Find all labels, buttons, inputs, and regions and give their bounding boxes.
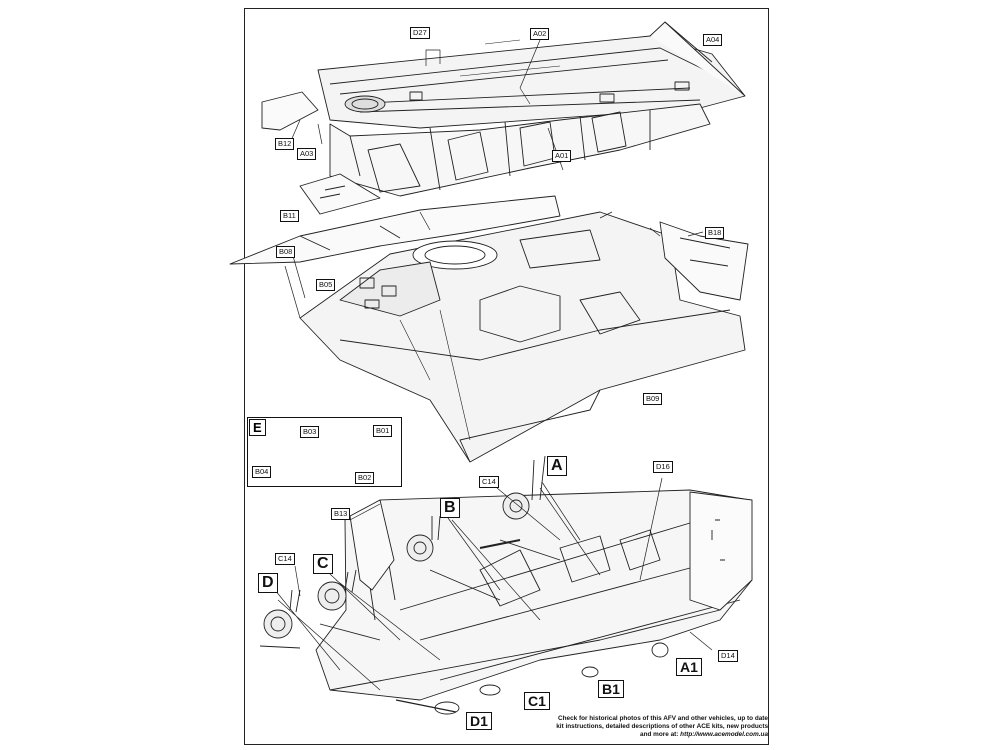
label-b08: B08 <box>276 246 296 258</box>
footer-line-2: kit instructions, detailed descriptions … <box>556 723 768 730</box>
label-a02: A02 <box>530 28 550 40</box>
label-d16: D16 <box>653 461 673 473</box>
label-c14-lower: C14 <box>275 553 295 565</box>
marker-c: C <box>313 554 333 574</box>
footer-note: Check for historical photos of this AFV … <box>522 715 768 739</box>
label-b05: B05 <box>316 279 336 291</box>
marker-b1: B1 <box>598 680 624 698</box>
label-c14-upper: C14 <box>479 476 499 488</box>
footer-line-3-prefix: and more at: <box>640 731 681 738</box>
label-b02: B02 <box>355 472 375 484</box>
lower-hull-part <box>299 211 749 463</box>
label-b12: B12 <box>275 138 295 150</box>
label-a03: A03 <box>297 148 317 160</box>
label-b01: B01 <box>373 425 393 437</box>
label-d27: D27 <box>410 27 430 39</box>
label-d14: D14 <box>718 650 738 662</box>
label-a04: A04 <box>703 34 723 46</box>
footer-line-1: Check for historical photos of this AFV … <box>558 715 768 722</box>
label-b04: B04 <box>252 466 272 478</box>
lower-assembly-part <box>259 455 753 715</box>
leader-lines-lower <box>274 477 713 691</box>
label-b11: B11 <box>280 210 299 222</box>
marker-c1: C1 <box>524 692 550 710</box>
inset-key-letter: E <box>249 419 266 436</box>
label-b09: B09 <box>643 393 663 405</box>
plate-b11 <box>229 195 561 265</box>
label-b03: B03 <box>300 426 320 438</box>
label-a01: A01 <box>552 150 572 162</box>
label-b18: B18 <box>705 227 725 239</box>
footer-line-3: and more at: http://www.acemodel.com.ua <box>522 731 768 739</box>
upper-deck-part <box>261 21 746 131</box>
footer-url-link[interactable]: http://www.acemodel.com.ua <box>680 731 768 738</box>
leader-lines-upper <box>284 39 704 319</box>
marker-a: A <box>547 456 567 476</box>
marker-d: D <box>258 573 278 593</box>
label-b13: B13 <box>331 508 351 520</box>
marker-b: B <box>440 498 460 518</box>
upper-hull-frame <box>299 103 711 215</box>
marker-a1: A1 <box>676 658 702 676</box>
marker-d1: D1 <box>466 712 492 730</box>
